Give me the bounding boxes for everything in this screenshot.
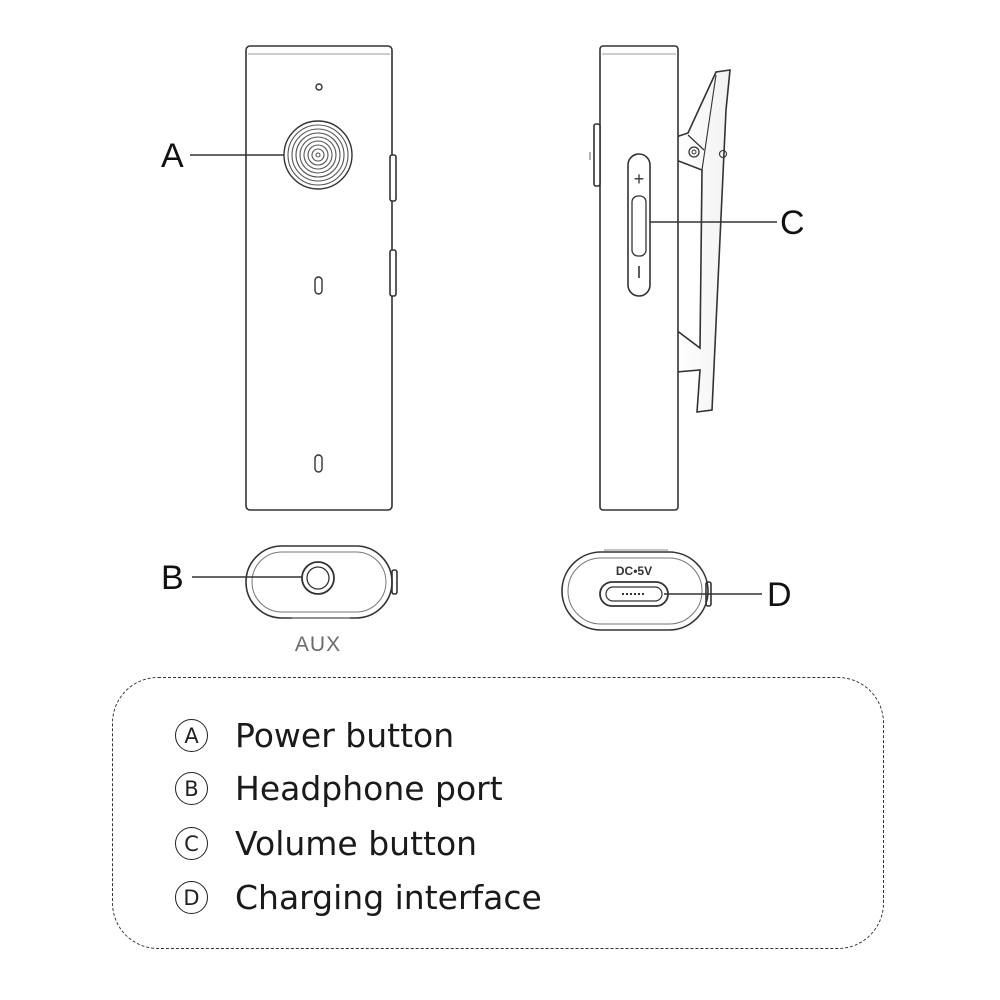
- front-side-button-bottom: [389, 249, 397, 297]
- side-left-nub: [593, 123, 601, 187]
- dc-label: DC•5V: [616, 564, 652, 578]
- legend-key-a: A: [175, 719, 208, 752]
- legend-text-volume-button: Volume button: [235, 824, 478, 863]
- volume-rocker-inner: [631, 195, 647, 257]
- callout-a: A: [161, 137, 284, 175]
- legend-text-power-button: Power button: [235, 716, 455, 755]
- side-clip: [675, 69, 731, 413]
- device-side-view: +: [589, 45, 731, 511]
- front-mic-slot-lower: [314, 454, 323, 473]
- legend-key-d: D: [175, 881, 208, 914]
- callout-b-label: B: [161, 559, 184, 597]
- legend-item-b: B Headphone port: [175, 769, 503, 808]
- device-bottom-view-aux: [245, 545, 398, 619]
- legend-item-d: D Charging interface: [175, 878, 542, 917]
- callout-c: C: [650, 204, 805, 242]
- legend-item-c: C Volume button: [175, 824, 477, 863]
- dc-end-body: [561, 551, 709, 631]
- device-front-view: [245, 45, 397, 511]
- side-clip-rivet: [718, 149, 728, 159]
- volume-plus-label: +: [634, 169, 645, 189]
- callout-d: D: [664, 576, 792, 614]
- legend-key-b: B: [175, 772, 208, 805]
- callout-a-label: A: [161, 137, 184, 175]
- aux-end-nub: [391, 569, 398, 595]
- front-body: [245, 45, 393, 511]
- speaker-grille-icon[interactable]: [283, 120, 353, 190]
- headphone-jack-icon[interactable]: [301, 561, 335, 595]
- aux-label: AUX: [295, 633, 341, 656]
- legend-item-a: A Power button: [175, 716, 454, 755]
- front-mic-slot-upper: [314, 276, 323, 295]
- callout-d-label: D: [767, 576, 792, 614]
- legend-box: A Power button B Headphone port C Volume…: [112, 677, 884, 949]
- front-led-dot: [315, 83, 323, 91]
- front-side-button-top: [389, 154, 397, 202]
- callout-c-label: C: [780, 204, 805, 242]
- callout-b: B: [161, 559, 302, 597]
- device-top-view-dc: [561, 549, 712, 631]
- legend-key-c: C: [175, 827, 208, 860]
- legend-text-charging-interface: Charging interface: [235, 878, 542, 917]
- legend-text-headphone-port: Headphone port: [235, 769, 503, 808]
- volume-rocker[interactable]: [627, 153, 651, 297]
- side-clip-pivot: [688, 146, 700, 158]
- aux-end-body: [245, 545, 393, 619]
